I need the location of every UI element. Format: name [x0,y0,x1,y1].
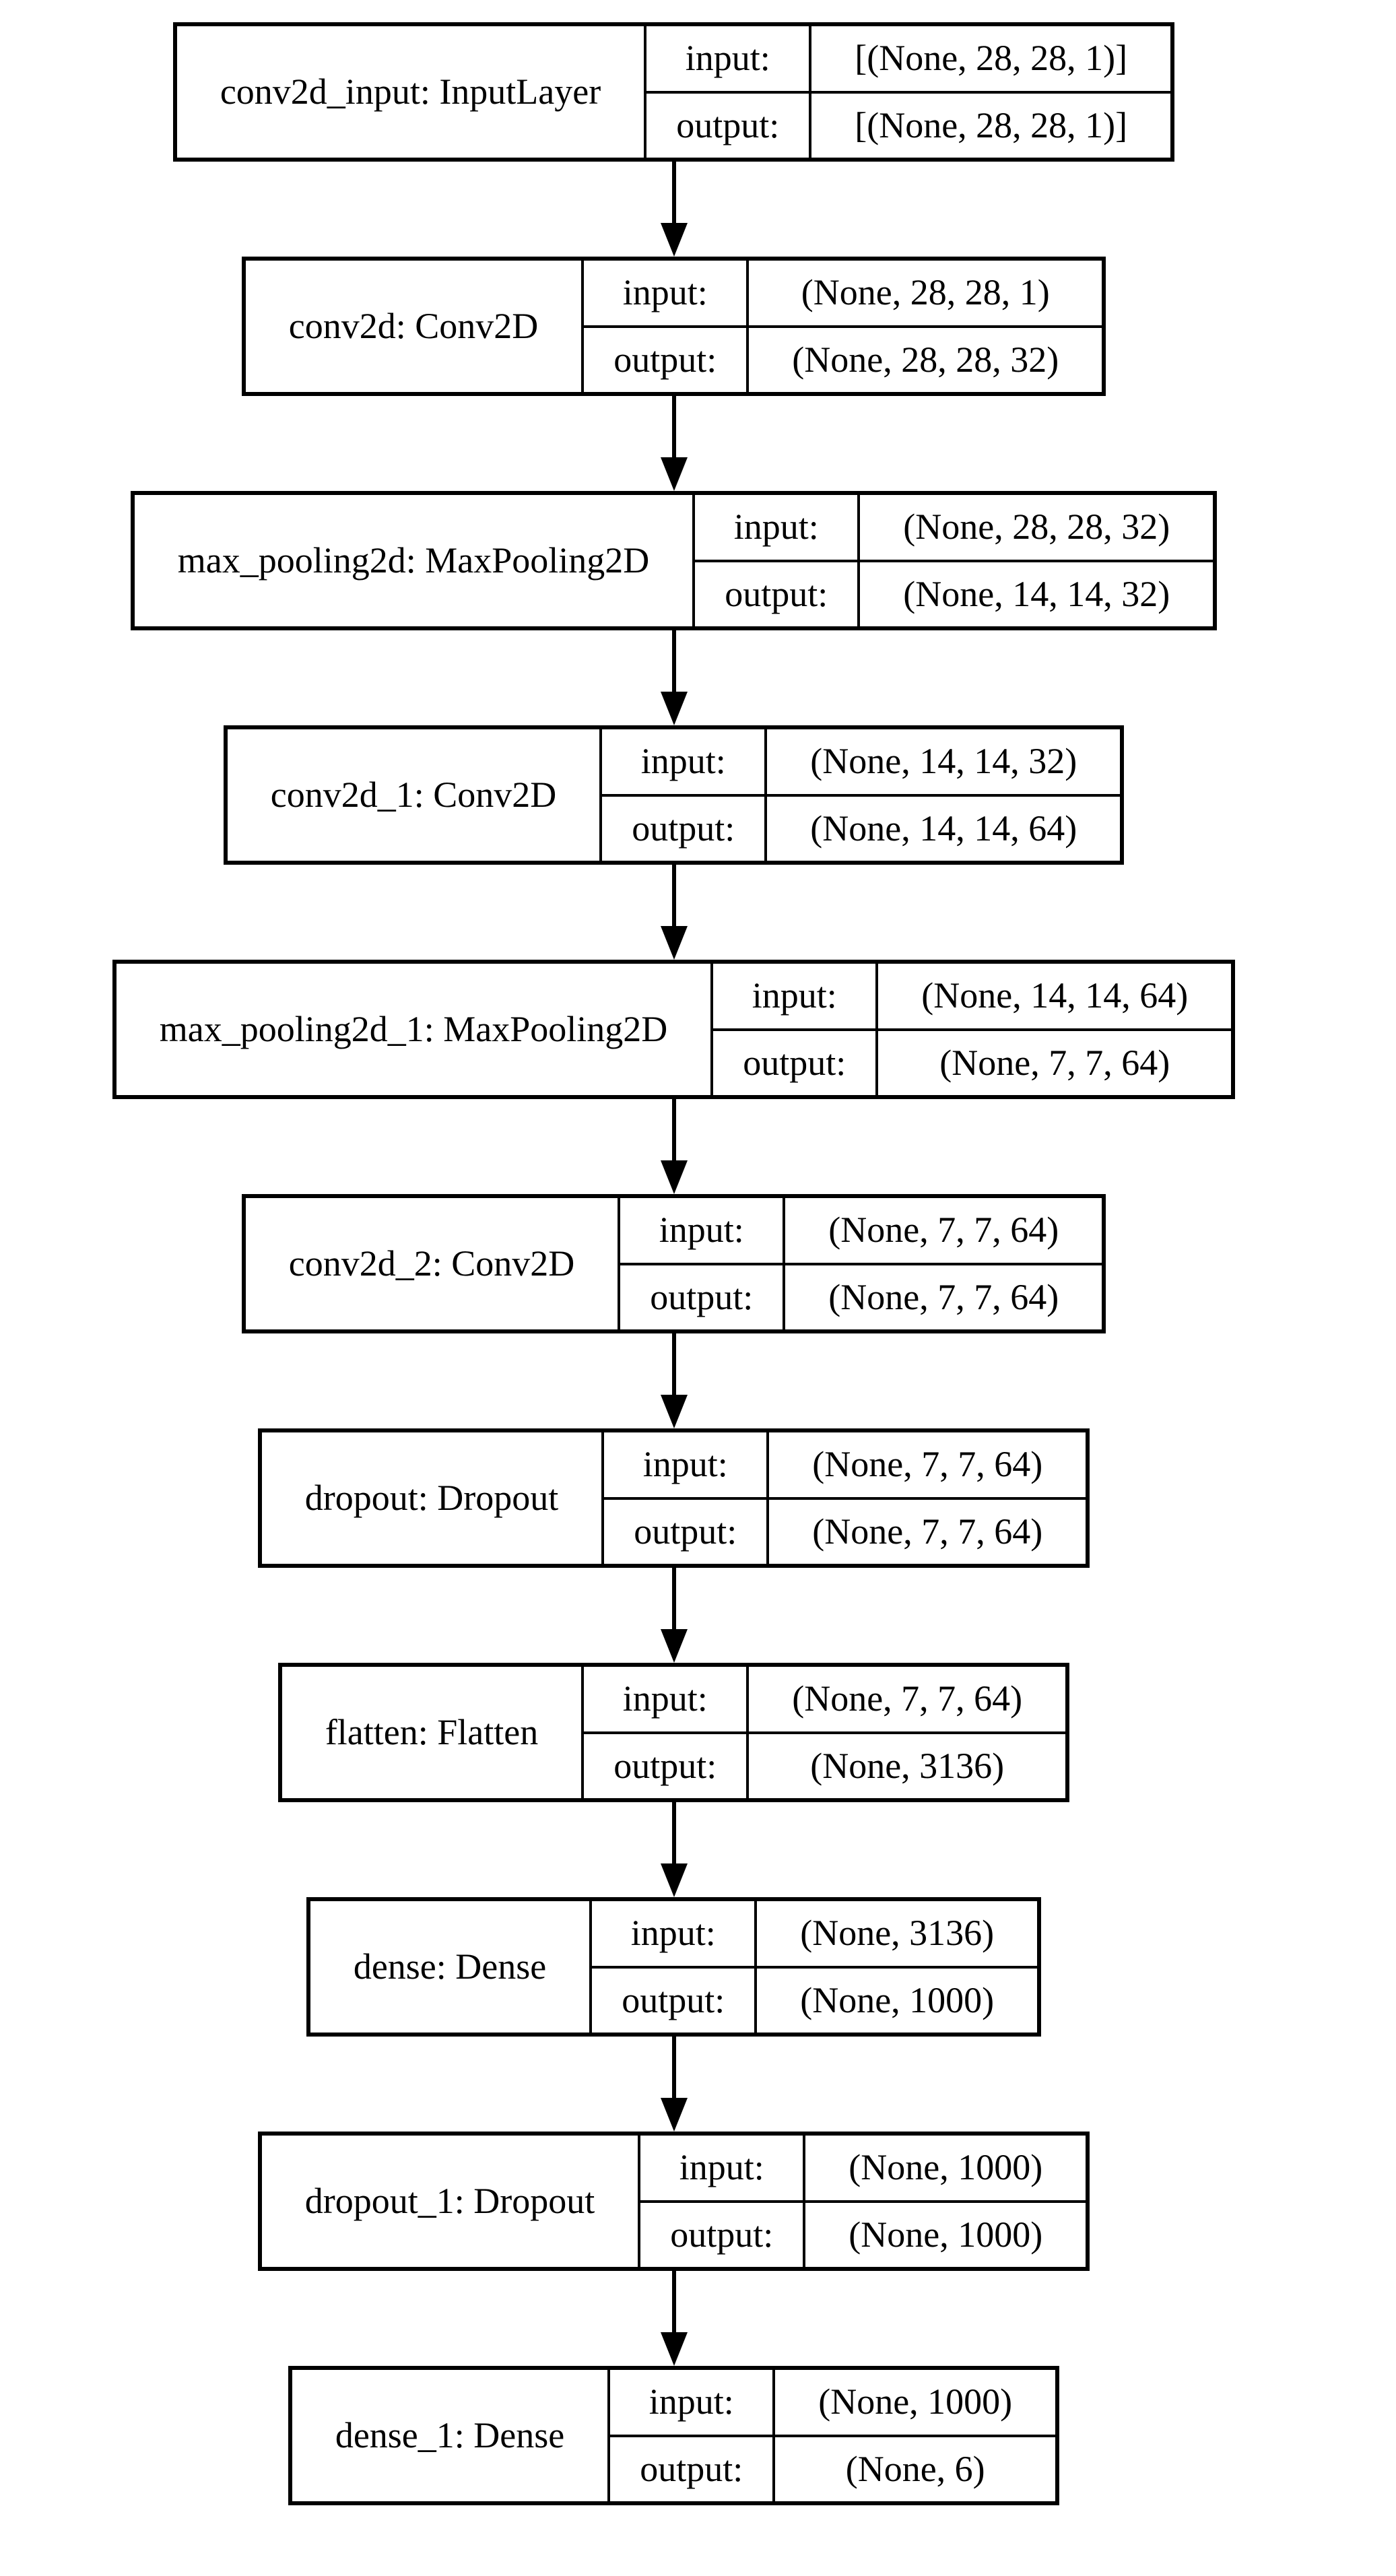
layer-name-label: conv2d_2: Conv2D [242,1195,621,1333]
arrowhead-down-icon [660,692,688,725]
output-row-label: output: [644,90,812,161]
layer-name-label: max_pooling2d: MaxPooling2D [131,492,696,630]
arrow-shaft [671,1333,676,1395]
flow-arrow [660,630,688,725]
layer-node: conv2d_input: InputLayer input: [(None, … [172,22,1175,162]
layer-node: dense_1: Dense input: (None, 1000) outpu… [288,2366,1060,2505]
arrowhead-down-icon [660,2098,688,2132]
flow-arrow [660,162,688,257]
arrowhead-down-icon [660,2332,688,2366]
arrow-shaft [671,2037,676,2098]
flow-arrow [660,1099,688,1194]
output-shape-value: (None, 7, 7, 64) [783,1262,1106,1333]
output-row-label: output: [599,793,768,864]
layer-node: dropout_1: Dropout input: (None, 1000) o… [257,2132,1090,2271]
input-shape-value: (None, 28, 28, 1) [746,257,1106,328]
input-row-label: input: [618,1195,786,1265]
arrowhead-down-icon [660,457,688,491]
output-shape-value: (None, 14, 14, 64) [764,793,1124,864]
layer-node: flatten: Flatten input: (None, 7, 7, 64)… [277,1663,1070,1802]
output-row-label: output: [589,1965,758,2036]
flow-arrow [660,1568,688,1663]
input-row-label: input: [692,492,861,562]
flow-arrow [660,865,688,960]
output-shape-value: (None, 7, 7, 64) [875,1028,1235,1098]
layer-name-label: dense_1: Dense [288,2367,611,2505]
flow-arrow [660,1802,688,1897]
input-shape-value: (None, 1000) [772,2367,1059,2437]
input-shape-value: (None, 1000) [803,2132,1090,2203]
arrow-shaft [671,2271,676,2332]
input-shape-value: (None, 14, 14, 64) [875,960,1235,1031]
arrowhead-down-icon [660,1395,688,1428]
layer-node: dropout: Dropout input: (None, 7, 7, 64)… [257,1428,1090,1568]
input-row-label: input: [581,257,750,328]
output-row-label: output: [581,1731,750,1802]
arrow-shaft [671,1802,676,1863]
arrow-shaft [671,865,676,926]
arrow-shaft [671,162,676,223]
arrowhead-down-icon [660,1629,688,1663]
arrow-shaft [671,1099,676,1160]
flow-arrow [660,396,688,491]
layer-name-label: dense: Dense [306,1898,593,2036]
output-shape-value: [(None, 28, 28, 1)] [809,90,1174,161]
layer-node: conv2d: Conv2D input: (None, 28, 28, 1) … [241,257,1106,396]
input-row-label: input: [638,2132,806,2203]
output-row-label: output: [607,2434,776,2505]
layer-name-label: conv2d_1: Conv2D [224,726,603,864]
layer-node: dense: Dense input: (None, 3136) output:… [306,1897,1042,2037]
arrowhead-down-icon [660,223,688,257]
arrowhead-down-icon [660,1160,688,1194]
flow-arrow [660,2037,688,2132]
layer-name-label: flatten: Flatten [278,1663,585,1802]
layer-name-label: dropout_1: Dropout [258,2132,641,2270]
input-shape-value: (None, 28, 28, 32) [857,492,1217,562]
output-shape-value: (None, 28, 28, 32) [746,325,1106,395]
flow-arrow [660,1333,688,1428]
output-row-label: output: [618,1262,786,1333]
input-row-label: input: [581,1663,750,1734]
layer-node: max_pooling2d: MaxPooling2D input: (None… [130,491,1218,630]
output-shape-value: (None, 3136) [746,1731,1069,1802]
arrowhead-down-icon [660,926,688,960]
input-row-label: input: [644,23,812,94]
output-shape-value: (None, 14, 14, 32) [857,559,1217,630]
arrow-shaft [671,630,676,692]
input-shape-value: (None, 7, 7, 64) [766,1429,1090,1500]
output-row-label: output: [638,2200,806,2270]
input-row-label: input: [599,726,768,797]
output-row-label: output: [601,1496,770,1567]
arrowhead-down-icon [660,1863,688,1897]
input-row-label: input: [607,2367,776,2437]
output-row-label: output: [581,325,750,395]
layer-name-label: max_pooling2d_1: MaxPooling2D [112,960,714,1098]
output-shape-value: (None, 1000) [754,1965,1041,2036]
input-shape-value: (None, 7, 7, 64) [746,1663,1069,1734]
layer-name-label: conv2d_input: InputLayer [173,23,647,161]
output-shape-value: (None, 7, 7, 64) [766,1496,1090,1567]
output-shape-value: (None, 1000) [803,2200,1090,2270]
layer-node: conv2d_1: Conv2D input: (None, 14, 14, 3… [223,725,1125,865]
flow-arrow [660,2271,688,2366]
output-shape-value: (None, 6) [772,2434,1059,2505]
arrow-shaft [671,396,676,457]
arrow-shaft [671,1568,676,1629]
input-shape-value: (None, 3136) [754,1898,1041,1969]
layer-node: max_pooling2d_1: MaxPooling2D input: (No… [112,960,1236,1099]
output-row-label: output: [692,559,861,630]
input-shape-value: [(None, 28, 28, 1)] [809,23,1174,94]
layer-name-label: conv2d: Conv2D [242,257,585,395]
input-row-label: input: [589,1898,758,1969]
layer-node: conv2d_2: Conv2D input: (None, 7, 7, 64)… [241,1194,1106,1333]
input-shape-value: (None, 14, 14, 32) [764,726,1124,797]
input-row-label: input: [601,1429,770,1500]
input-shape-value: (None, 7, 7, 64) [783,1195,1106,1265]
input-row-label: input: [710,960,879,1031]
output-row-label: output: [710,1028,879,1098]
model-architecture-diagram: conv2d_input: InputLayer input: [(None, … [112,22,1236,2505]
layer-name-label: dropout: Dropout [258,1429,605,1567]
